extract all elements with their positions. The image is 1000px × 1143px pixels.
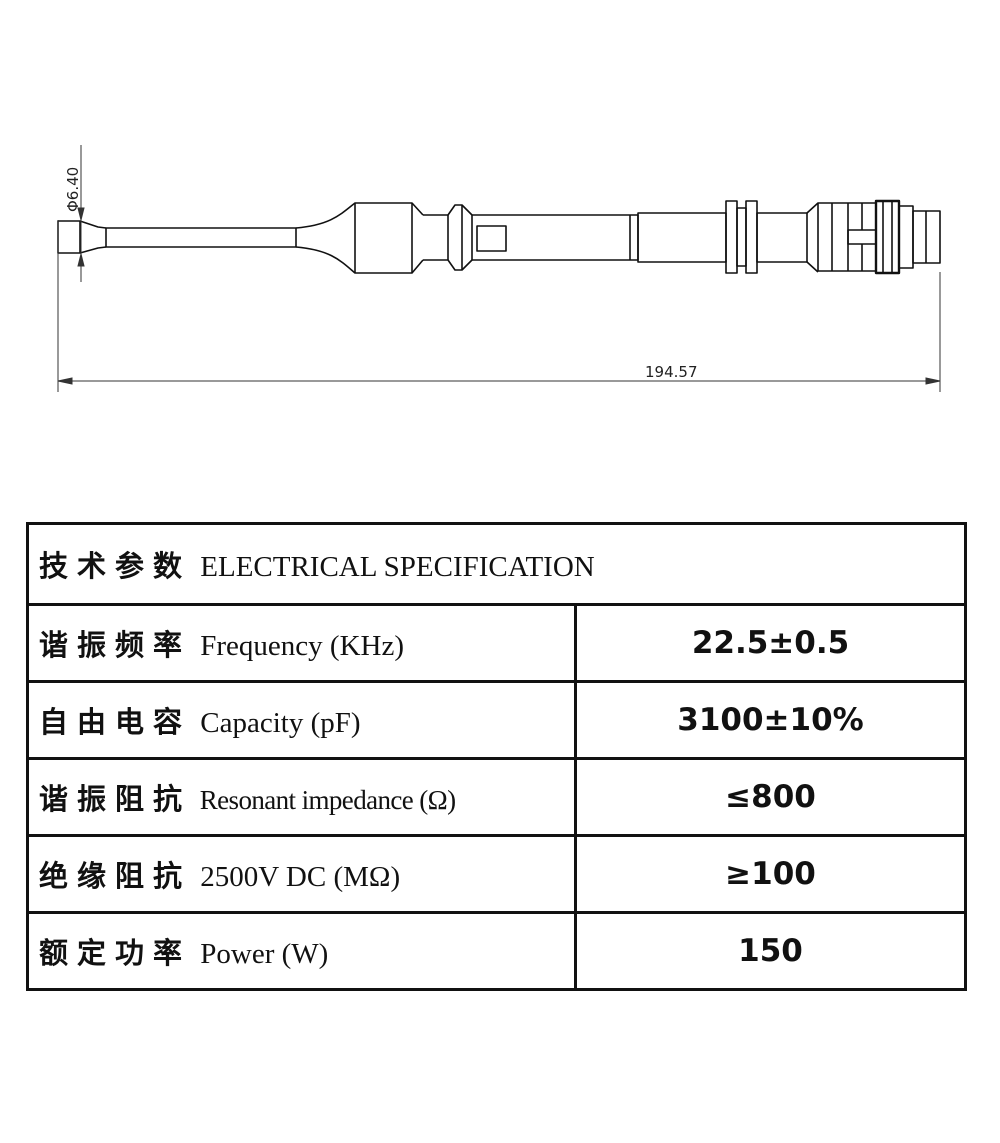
spec-header-cell: 技术参数 ELECTRICAL SPECIFICATION <box>25 522 968 606</box>
spec-value-capacity: 3100±10% <box>573 680 968 760</box>
spec-label-cn: 谐振阻抗 <box>39 782 192 816</box>
spec-label-en: Resonant impedance (Ω) <box>199 785 456 815</box>
spec-value-power: 150 <box>573 911 968 991</box>
spec-value-frequency: 22.5±0.5 <box>573 603 968 683</box>
spec-row-capacity: 自由电容 Capacity (pF) 3100±10% <box>26 680 968 760</box>
spec-label-cn: 绝缘阻抗 <box>39 859 192 893</box>
horn-tip-taper <box>79 220 107 254</box>
transducer-drawing: Φ6.40 194.57 <box>57 145 941 392</box>
spec-label-en: Capacity (pF) <box>200 707 361 739</box>
spec-row-insulation: 绝缘阻抗 2500V DC (MΩ) ≥100 <box>26 834 968 914</box>
spec-label-cn: 谐振频率 <box>39 628 192 662</box>
spec-label-cell: 谐振阻抗 Resonant impedance (Ω) <box>26 757 577 837</box>
spec-label-en: 2500V DC (MΩ) <box>200 861 401 893</box>
spec-header-row: 技术参数 ELECTRICAL SPECIFICATION <box>25 522 968 606</box>
neck <box>756 212 808 263</box>
spec-label-en: Power (W) <box>200 938 329 970</box>
spec-header-en: ELECTRICAL SPECIFICATION <box>200 551 595 583</box>
horn-tip <box>57 220 81 254</box>
spec-row-power: 额定功率 Power (W) 150 <box>26 911 968 991</box>
stack-body <box>817 202 877 272</box>
spec-label-cell: 额定功率 Power (W) <box>26 911 577 991</box>
middle-body <box>471 214 639 261</box>
spec-label-cn: 自由电容 <box>39 705 192 739</box>
spec-row-impedance: 谐振阻抗 Resonant impedance (Ω) ≤800 <box>26 757 968 837</box>
spec-header-cn: 技术参数 <box>39 549 192 583</box>
spec-label-en: Frequency (KHz) <box>200 630 404 662</box>
horn-shaft <box>105 227 297 248</box>
flange-1 <box>725 200 738 274</box>
back-shaft <box>637 212 727 263</box>
spec-value-insulation: ≥100 <box>573 834 968 914</box>
spec-label-cn: 额定功率 <box>39 936 192 970</box>
horn-flare <box>295 202 424 274</box>
flange-3 <box>745 200 758 274</box>
spec-label-cell: 自由电容 Capacity (pF) <box>26 680 577 760</box>
flange-2 <box>736 207 747 267</box>
spec-label-cell: 谐振频率 Frequency (KHz) <box>26 603 577 683</box>
length-label: 194.57 <box>645 363 698 381</box>
spec-label-cell: 绝缘阻抗 2500V DC (MΩ) <box>26 834 577 914</box>
diameter-label: Φ6.40 <box>64 167 82 212</box>
electrical-spec-table: 技术参数 ELECTRICAL SPECIFICATION 谐振频率 Frequ… <box>25 522 968 991</box>
square-slot <box>476 225 507 252</box>
end-cap <box>898 205 914 269</box>
spec-row-frequency: 谐振频率 Frequency (KHz) 22.5±0.5 <box>26 603 968 683</box>
spec-value-impedance: ≤800 <box>573 757 968 837</box>
stack-ring <box>874 199 901 275</box>
